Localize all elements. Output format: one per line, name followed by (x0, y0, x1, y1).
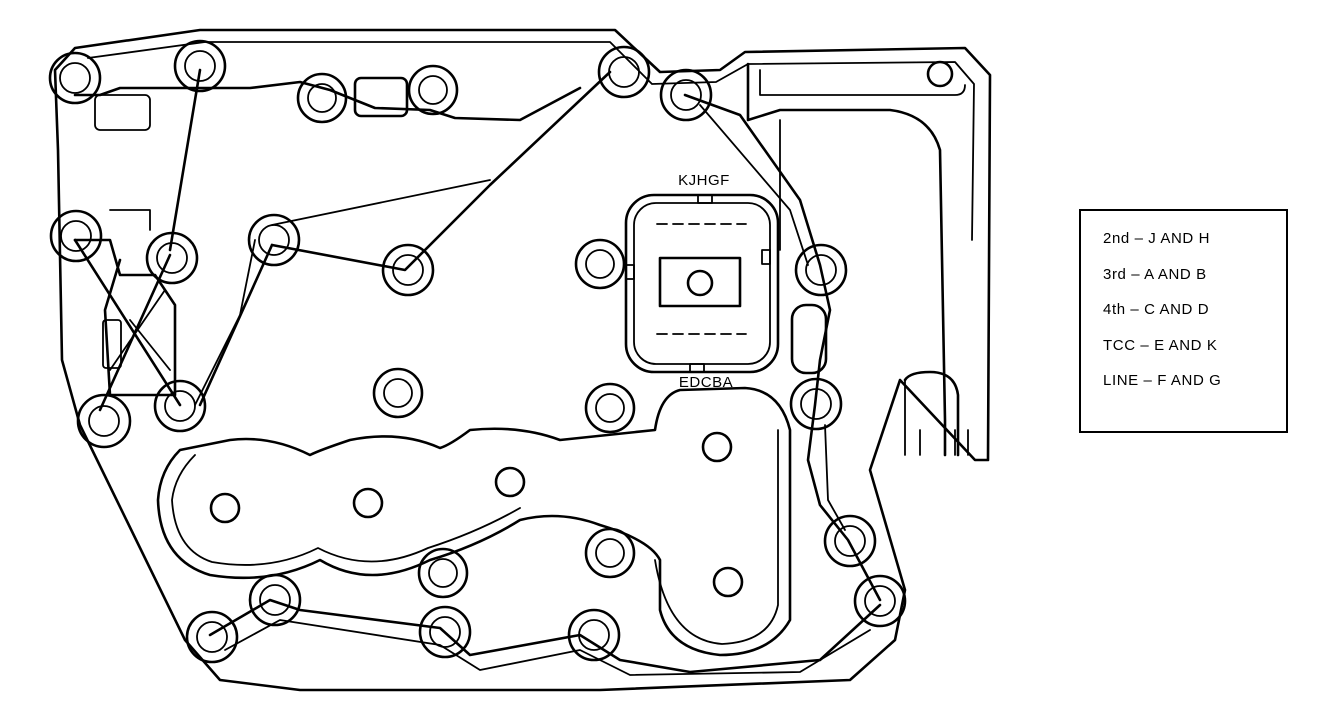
connector-top-label: KJHGF (678, 172, 730, 189)
legend-entry: TCC – E AND K (1103, 336, 1218, 354)
hole (209, 492, 241, 524)
bolt (185, 610, 239, 664)
gasket-right-run (683, 93, 882, 602)
hole (352, 487, 384, 519)
legend-entry: 4th – C AND D (1103, 301, 1210, 318)
housing-outline (53, 28, 992, 692)
bolt (76, 393, 132, 449)
bolt (597, 45, 651, 99)
gasket-mid-loop-2 (194, 179, 491, 406)
bolt (584, 382, 636, 434)
gasket-mid-loop (270, 70, 612, 272)
gasket-bottom-run (208, 598, 882, 674)
bolt (567, 608, 621, 662)
hole (926, 60, 954, 88)
bolt (407, 64, 459, 116)
bolt (417, 547, 469, 599)
bolt (574, 238, 626, 290)
bolt (794, 243, 848, 297)
hole (701, 431, 733, 463)
bolt (418, 605, 472, 659)
bolt (853, 574, 907, 628)
top-left-slot (94, 94, 151, 131)
legend-list: 2nd – J AND H 3rd – A AND B 4th – C AND … (1081, 211, 1286, 407)
pressure-chamber (156, 386, 792, 657)
legend-entry: LINE – F AND G (1103, 372, 1222, 389)
legend-box: 2nd – J AND H 3rd – A AND B 4th – C AND … (1079, 209, 1288, 433)
right-lower-arm (903, 370, 960, 457)
bolt (49, 209, 103, 263)
gasket-right-run-2 (699, 104, 846, 531)
holes (209, 60, 954, 598)
bolt (823, 514, 877, 568)
legend-entry: 3rd – A AND B (1103, 265, 1207, 283)
bolt (584, 527, 636, 579)
connector-bottom-label: EDCBA (679, 374, 733, 391)
right-frame-inner (759, 69, 966, 96)
bolt (153, 379, 207, 433)
electrical-connector (624, 193, 780, 374)
gasket-bottom-run-2 (224, 619, 871, 676)
bolts (48, 39, 907, 664)
bolt (145, 231, 199, 285)
right-frame-channel (779, 119, 969, 456)
gasket-left-web-2 (109, 209, 171, 371)
pressure-chamber-inner (171, 429, 779, 645)
left-web-slot (102, 319, 122, 369)
top-slot (353, 76, 409, 118)
bolt (381, 243, 435, 297)
bolt (659, 68, 713, 122)
bolt (173, 39, 227, 93)
right-frame (746, 62, 947, 457)
legend-entry: 2nd – J AND H (1103, 230, 1211, 247)
right-oval-slot (790, 303, 828, 375)
gasket-top-left (73, 80, 582, 122)
gasket-diagonals (73, 68, 274, 412)
bolt (296, 72, 348, 124)
bolt (248, 573, 302, 627)
hole (494, 466, 526, 498)
bolt (372, 367, 424, 419)
hole (712, 566, 744, 598)
bolt (48, 51, 102, 105)
bolt (789, 377, 843, 431)
bolt (247, 213, 301, 267)
housing-inner-outline (87, 41, 975, 241)
gasket-left-web (73, 238, 177, 397)
